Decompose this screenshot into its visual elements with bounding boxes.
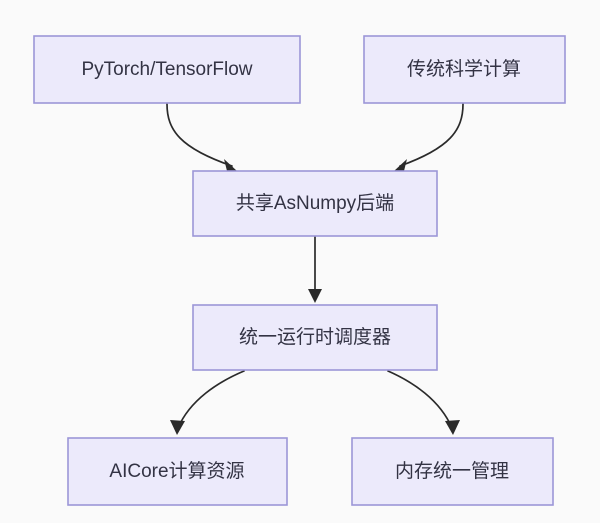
- arrowhead-icon: [308, 289, 322, 303]
- node-aicore-compute-resources[interactable]: AICore计算资源: [67, 437, 288, 506]
- edge-scheduler-to-aicore: [170, 370, 245, 435]
- node-box[interactable]: [67, 437, 288, 506]
- node-label: AICore计算资源: [109, 460, 244, 482]
- edge-line: [399, 103, 464, 167]
- node-label: PyTorch/TensorFlow: [81, 59, 252, 80]
- node-unified-runtime-scheduler[interactable]: 统一运行时调度器: [192, 304, 438, 371]
- arrowhead-icon: [170, 420, 185, 435]
- node-label: 内存统一管理: [395, 460, 509, 482]
- arrowhead-icon: [224, 159, 237, 171]
- edge-backend-to-scheduler: [308, 236, 322, 303]
- node-label: 统一运行时调度器: [239, 326, 391, 348]
- node-label: 共享AsNumpy后端: [236, 192, 394, 214]
- arrowhead-icon: [394, 159, 407, 171]
- edge-pytorch-to-backend: [166, 103, 237, 171]
- edge-line: [166, 103, 233, 167]
- edge-line: [387, 370, 453, 429]
- node-box[interactable]: [351, 437, 554, 506]
- edge-line: [177, 370, 245, 429]
- node-box[interactable]: [192, 304, 438, 371]
- node-traditional-scientific-computing[interactable]: 传统科学计算: [363, 35, 566, 104]
- edge-scheduler-to-memory: [387, 370, 460, 435]
- node-pytorch-tensorflow[interactable]: PyTorch/TensorFlow: [33, 35, 301, 104]
- edge-layer: [166, 103, 464, 435]
- edge-traditional-to-backend: [394, 103, 464, 171]
- node-box[interactable]: [192, 170, 438, 237]
- node-box[interactable]: [33, 35, 301, 104]
- node-box[interactable]: [363, 35, 566, 104]
- node-layer: PyTorch/TensorFlow 传统科学计算 共享AsNumpy后端 统一…: [33, 35, 566, 506]
- node-label: 传统科学计算: [407, 58, 521, 80]
- node-shared-asnumpy-backend[interactable]: 共享AsNumpy后端: [192, 170, 438, 237]
- arrowhead-icon: [445, 420, 460, 435]
- node-unified-memory-management[interactable]: 内存统一管理: [351, 437, 554, 506]
